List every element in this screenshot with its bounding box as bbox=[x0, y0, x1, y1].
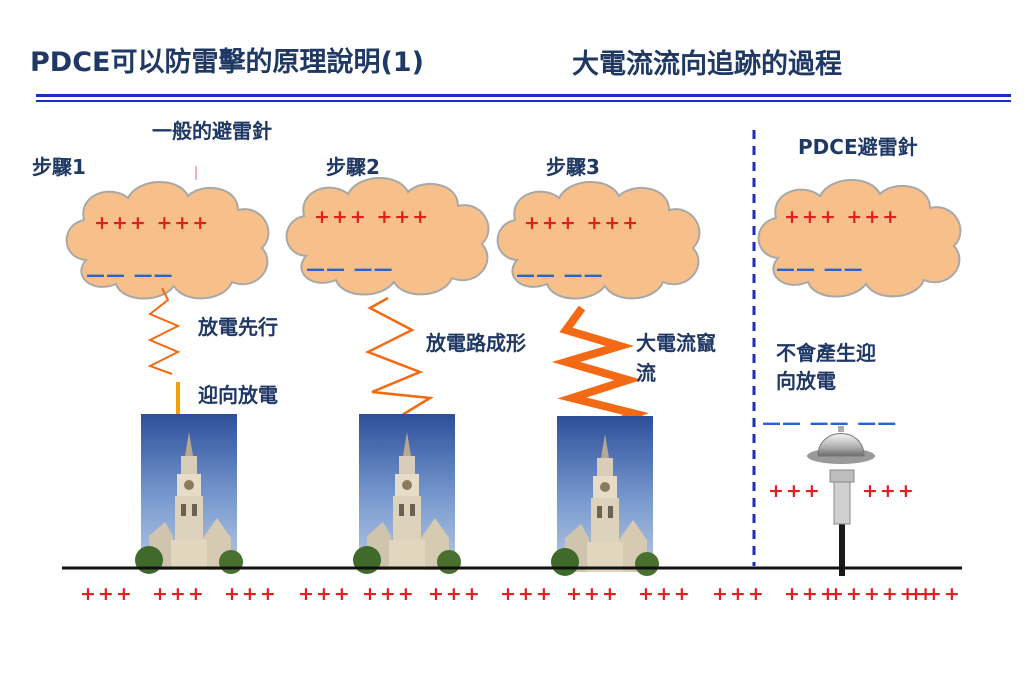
cloud-positive-charge: +++ +++ bbox=[314, 206, 431, 228]
cloud-negative-charge: —— —— bbox=[306, 258, 394, 280]
ground-charge: ++++++ bbox=[828, 583, 936, 605]
ground-charge: +++ bbox=[566, 583, 620, 605]
page-title: PDCE可以防雷擊的原理說明(1) bbox=[30, 47, 424, 78]
pdce-negative-charge: —— —— —— bbox=[762, 412, 898, 434]
no-upward-label-2: 向放電 bbox=[776, 369, 836, 393]
ground-charge: +++ bbox=[224, 583, 278, 605]
no-upward-label-1: 不會產生迎 bbox=[776, 341, 876, 365]
discharge-leader-label: 放電先行 bbox=[198, 315, 278, 339]
pdce-positive-charge-left: +++ bbox=[768, 480, 822, 502]
big-current-label-1: 大電流竄 bbox=[636, 331, 716, 355]
normal-rod-label: 一般的避雷針 bbox=[152, 119, 272, 143]
ground-charge: +++ bbox=[152, 583, 206, 605]
ground-charge: +++ bbox=[362, 583, 416, 605]
big-current-label-2: 流 bbox=[636, 361, 656, 385]
cloud-positive-charge: +++ +++ bbox=[524, 212, 641, 234]
cloud-positive-charge: +++ +++ bbox=[94, 212, 211, 234]
upward-discharge-label: 迎向放電 bbox=[198, 383, 278, 407]
cloud-positive-charge: +++ +++ bbox=[784, 206, 901, 228]
step2-label: 步驟2 bbox=[326, 155, 380, 179]
cloud-negative-charge: —— —— bbox=[776, 258, 864, 280]
tower-photo-icon bbox=[551, 416, 659, 576]
big-current-zigzag bbox=[551, 305, 649, 436]
ground-charge: +++ bbox=[712, 583, 766, 605]
pdce-rod-label: PDCE避雷針 bbox=[798, 135, 918, 159]
ground-charge: +++ bbox=[500, 583, 554, 605]
step3-label: 步驟3 bbox=[546, 155, 600, 179]
pdce-positive-charge-right: +++ bbox=[862, 480, 916, 502]
cloud-negative-charge: —— —— bbox=[516, 264, 604, 286]
ground-charge: +++ bbox=[638, 583, 692, 605]
cloud-negative-charge: —— —— bbox=[86, 264, 174, 286]
discharge-path-label: 放電路成形 bbox=[426, 331, 526, 355]
ground-charge: +++ bbox=[428, 583, 482, 605]
leader-zigzag bbox=[147, 287, 181, 375]
ground-charge: +++ bbox=[908, 583, 962, 605]
discharge-path-zigzag bbox=[364, 296, 434, 422]
pdce-rod-icon bbox=[807, 426, 875, 576]
page-subtitle: 大電流流向追跡的過程 bbox=[572, 49, 842, 80]
step1-label: 步驟1 bbox=[32, 155, 86, 179]
ground-charge: +++ bbox=[298, 583, 352, 605]
tower-photo-icon bbox=[135, 414, 243, 574]
tower-photo-icon bbox=[353, 414, 461, 574]
ground-charge: +++ bbox=[784, 583, 838, 605]
ground-charge: +++ bbox=[80, 583, 134, 605]
